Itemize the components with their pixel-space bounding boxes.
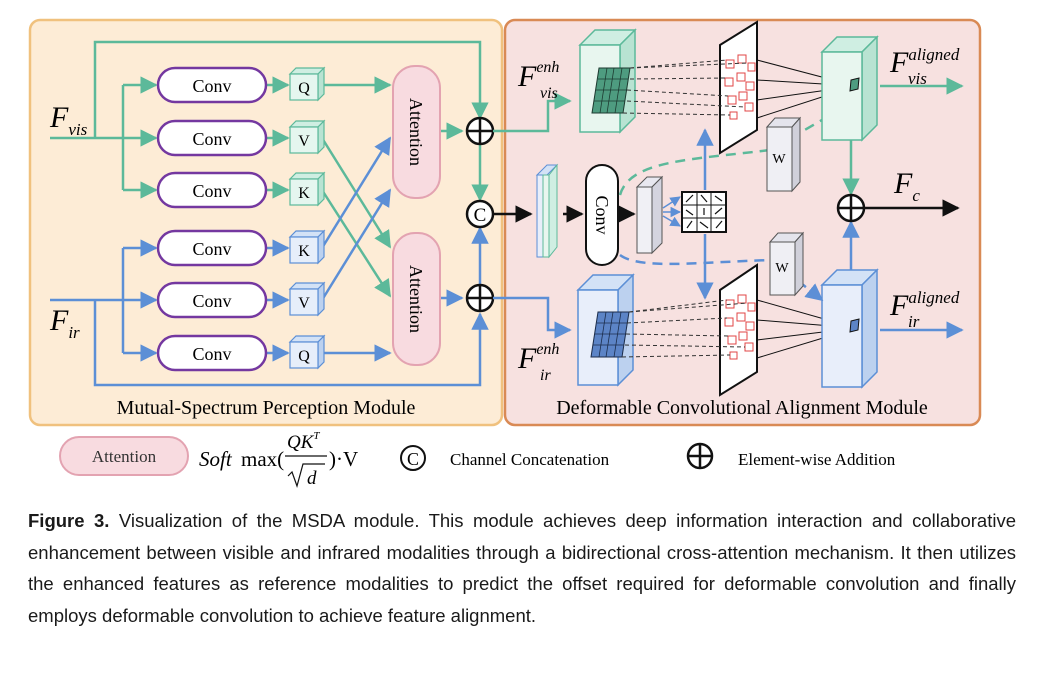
offset-grid [681, 191, 727, 233]
k-label: K [298, 243, 310, 260]
offset-conv-block: Conv [585, 164, 619, 266]
projection-lines [621, 59, 749, 358]
q-cube-vis: Q [288, 66, 326, 102]
offset-feature-map [635, 175, 664, 255]
conv-label: Conv [192, 129, 231, 149]
legend-attention-pill [59, 436, 189, 476]
q-cube-ir: Q [288, 334, 326, 370]
conv-block [156, 334, 268, 372]
caption-label: Figure 3. [28, 510, 110, 531]
conv-label: Conv [192, 181, 231, 201]
figure-caption: Figure 3. Visualization of the MSDA modu… [28, 505, 1016, 631]
svg-text:C: C [407, 449, 419, 469]
vis-qvk-cubes: Q V K [288, 66, 326, 207]
ir-input-connectors [50, 136, 489, 387]
offset-conv-label: Conv [592, 195, 612, 234]
weight-label: W [775, 261, 789, 276]
weight-block-vis: W [765, 116, 802, 193]
weight-label: W [772, 152, 786, 167]
ir-kvq-cubes: K V Q [288, 229, 326, 370]
conv-label: Conv [192, 76, 231, 96]
attention-block-top: Attention [392, 65, 441, 199]
legend-concat-label: Channel Concatenation [450, 450, 610, 469]
weight-block-ir: W [768, 231, 805, 297]
mutual-spectrum-module-box [28, 18, 504, 427]
conv-label: Conv [192, 239, 231, 259]
add-symbol-vis [465, 116, 495, 146]
svg-text:)·V: )·V [329, 447, 358, 471]
f-ir-aligned-feature-map [820, 268, 879, 389]
conv-block [156, 229, 268, 267]
input-f-vis-label: Fvis [49, 101, 88, 139]
deform-kernel-plane-bottom [719, 263, 758, 397]
f-vis-aligned-feature-map [820, 35, 879, 142]
svg-text:max(: max( [241, 447, 284, 471]
attention-label: Attention [406, 98, 426, 166]
legend-softmax-formula: Soft max( QKT d )·V [199, 430, 358, 489]
legend-add-symbol [686, 442, 714, 470]
conv-block [156, 281, 268, 319]
enhanced-feature-connectors [493, 92, 572, 339]
v-cube-vis: V [288, 119, 326, 155]
caption-text: Visualization of the MSDA module. This m… [28, 510, 1016, 626]
svg-text:d: d [307, 468, 317, 489]
svg-text:Soft: Soft [199, 447, 233, 471]
svg-text:QKT: QKT [287, 430, 320, 453]
conv-block [156, 171, 268, 209]
attention-block-bottom: Attention [392, 232, 441, 366]
k-cube-vis: K [288, 171, 326, 207]
deformable-alignment-module-title: Deformable Convolutional Alignment Modul… [556, 397, 928, 419]
f-ir-enh-feature-map [576, 273, 635, 387]
attention-label: Attention [406, 265, 426, 333]
add-symbol-fusion [836, 193, 866, 223]
aligned-output-arrows [842, 77, 964, 339]
conv-label: Conv [192, 291, 231, 311]
q-label: Q [298, 348, 310, 365]
legend: Attention Soft max( QKT d )·V C Channel … [59, 430, 896, 489]
f-c-label: Fc [893, 167, 920, 205]
conv-block [156, 119, 268, 157]
v-label: V [298, 295, 310, 312]
ir-weight-dashed-path [619, 253, 824, 302]
svg-text:C: C [474, 205, 487, 226]
mutual-spectrum-module-title: Mutual-Spectrum Perception Module [117, 397, 416, 419]
msda-diagram: Fvis Fir [28, 18, 982, 489]
conv-label: Conv [192, 344, 231, 364]
input-f-ir-label: Fir [49, 304, 80, 342]
legend-concat-symbol: C [400, 445, 426, 471]
deform-kernel-plane-top [719, 20, 758, 155]
concat-symbol: C [465, 199, 495, 229]
legend-add-label: Element-wise Addition [738, 450, 896, 469]
q-label: Q [298, 80, 310, 97]
conv-block [156, 66, 268, 104]
v-cube-ir: V [288, 281, 326, 317]
conv-blocks-left: Conv Conv Conv Conv Conv Conv [156, 66, 268, 372]
add-symbol-ir [465, 283, 495, 313]
offset-to-grid-arrows [662, 196, 682, 227]
legend-attention-label: Attention [92, 447, 157, 466]
v-label: V [298, 133, 310, 150]
k-cube-ir: K [288, 229, 326, 265]
f-vis-enh-feature-map [578, 28, 637, 134]
k-label: K [298, 185, 310, 202]
concatenated-feature-stack [535, 163, 559, 259]
